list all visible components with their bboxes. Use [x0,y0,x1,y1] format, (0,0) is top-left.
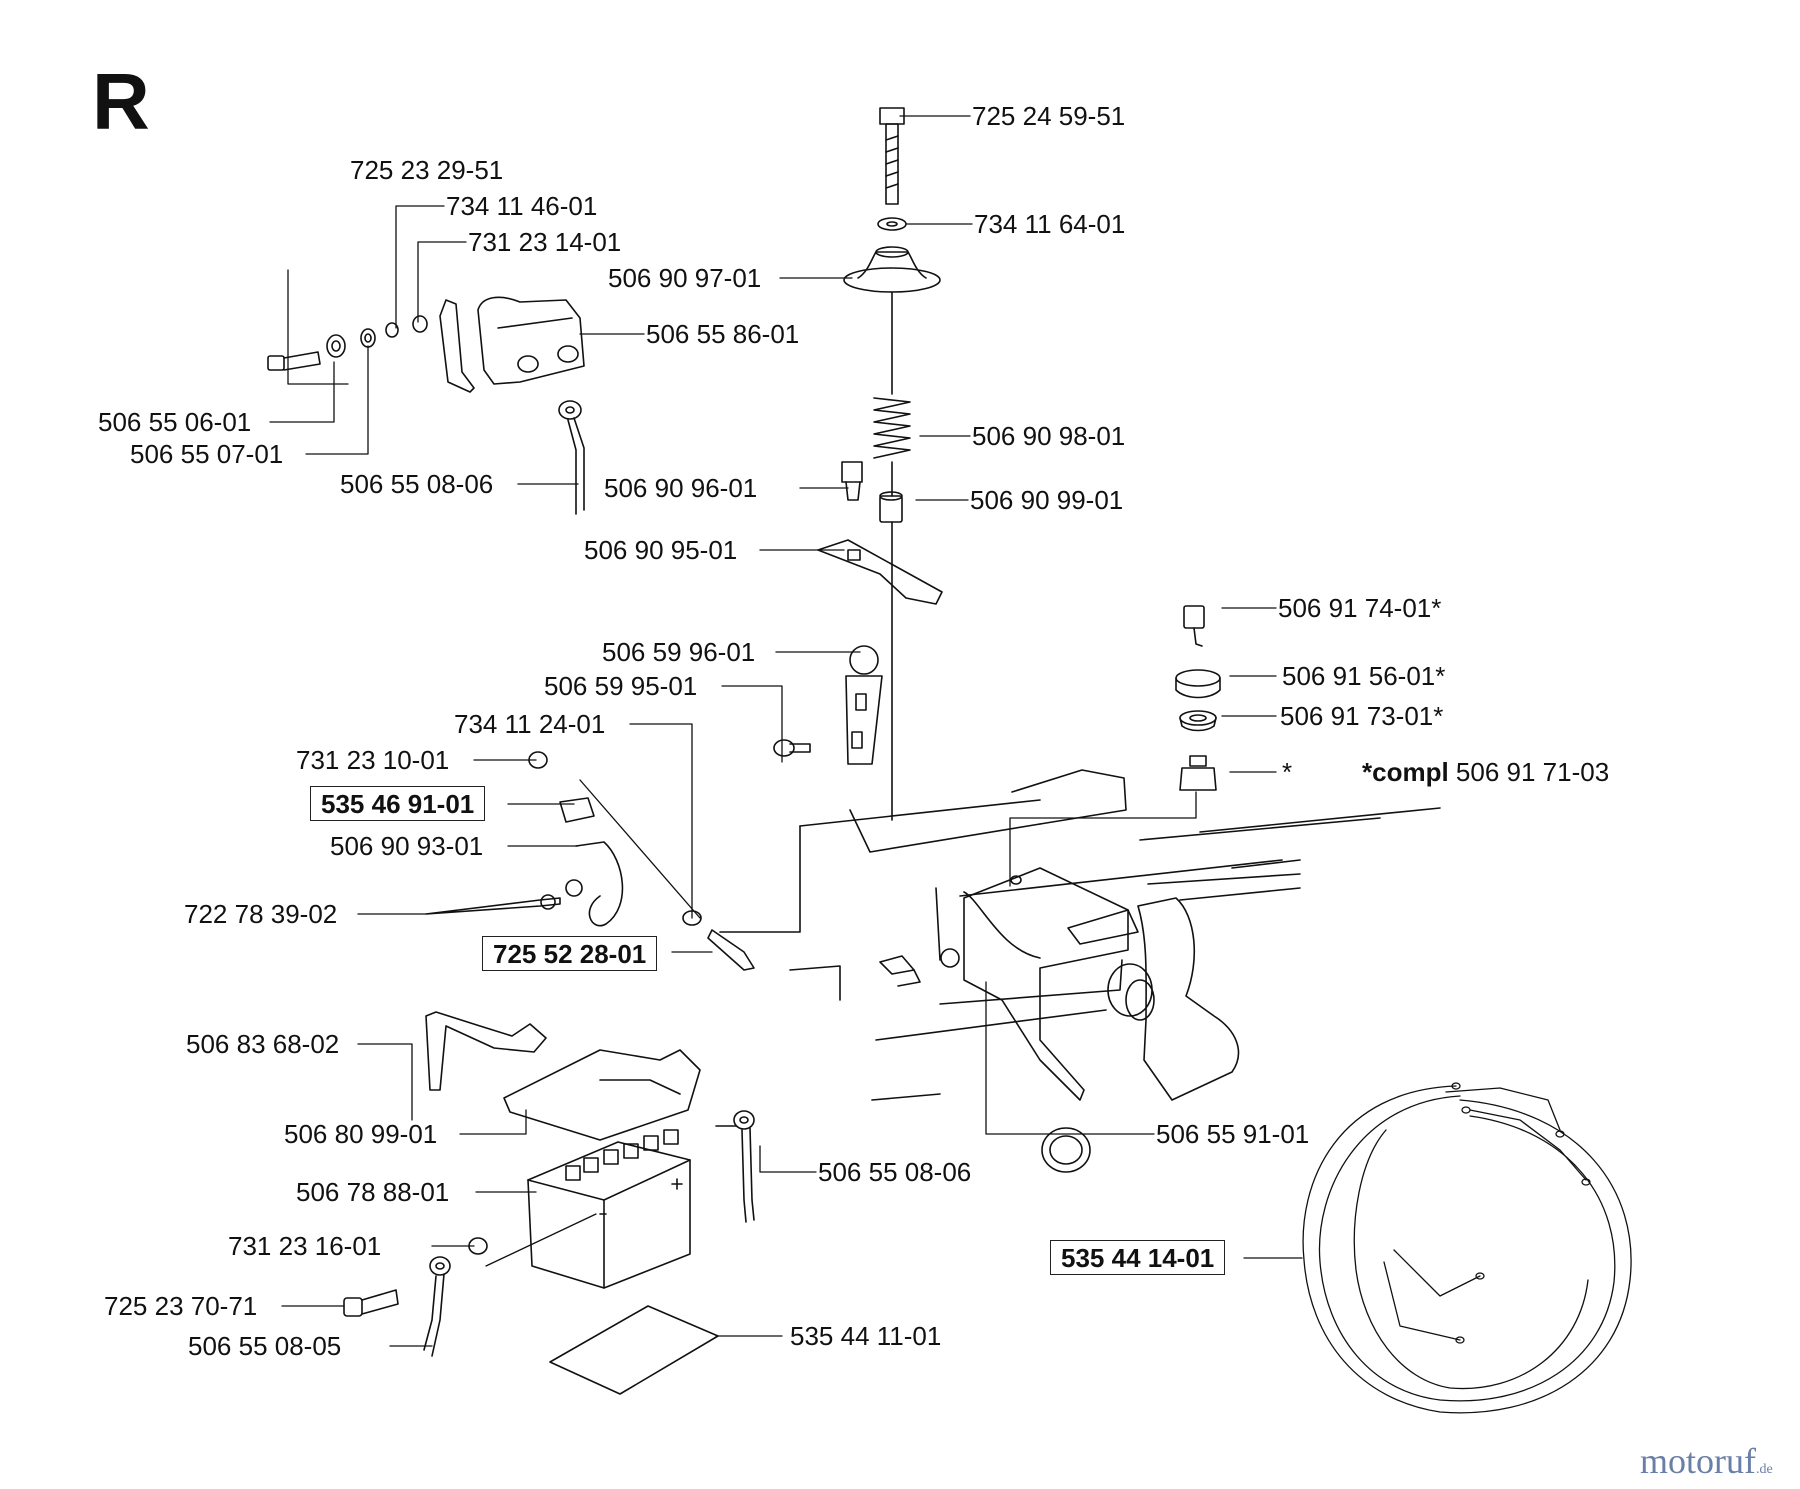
battery-hold-down [425,1011,547,1091]
solenoid-cable [558,400,585,515]
part-label[interactable]: 506 55 91-01 [1156,1119,1310,1149]
nut-734 [682,910,702,926]
part-label[interactable]: 506 90 96-01 [604,473,758,503]
switch-plunger [841,461,863,501]
part-label[interactable]: 722 78 39-02 [184,899,338,929]
wiring-harness [1302,1082,1632,1414]
part-label[interactable]: 725 24 59-51 [972,101,1126,131]
lever-handle [845,645,883,765]
spring [873,397,911,459]
nut-small [528,751,548,769]
part-label[interactable]: 506 90 98-01 [972,421,1126,451]
ignition-switch [1179,755,1217,791]
part-label[interactable]: 731 23 10-01 [296,745,450,775]
nut-731-16 [468,1237,488,1255]
part-label[interactable]: 506 91 56-01* [1282,661,1446,691]
part-label[interactable]: 506 55 08-06 [340,469,494,499]
cable-clamp [565,841,624,927]
battery-cover [503,1049,701,1141]
part-label[interactable]: 731 23 16-01 [228,1231,382,1261]
watermark: motoruf.de [1640,1440,1773,1482]
part-label[interactable]: 506 91 74-01* [1278,593,1442,623]
part-label[interactable]: 731 23 14-01 [468,227,622,257]
battery-cable-neg [423,1256,451,1357]
clip-535 [559,797,595,823]
part-label[interactable]: 506 55 06-01 [98,407,252,437]
part-label[interactable]: 734 11 24-01 [454,709,606,739]
battery-mat [549,1305,719,1395]
bushing [879,491,903,523]
steering-tower [1107,897,1240,1101]
part-label[interactable]: * [1282,757,1293,787]
cable-tie [425,894,561,915]
part-label[interactable]: 506 90 93-01 [330,831,484,861]
switch-nut [1179,710,1217,732]
part-label[interactable]: 734 11 46-01 [446,191,598,221]
grommet [1041,1127,1091,1173]
part-label[interactable]: 506 80 99-01 [284,1119,438,1149]
part-label[interactable]: 535 44 11-01 [790,1321,942,1351]
battery-bolt [343,1289,399,1317]
part-label[interactable]: 506 90 95-01 [584,535,738,565]
part-label[interactable]: 725 23 29-51 [350,155,504,185]
solenoid-bolt [267,351,321,371]
part-label[interactable]: 506 83 68-02 [186,1029,340,1059]
section-letter: R [92,57,150,146]
compl-note: *compl 506 91 71-03 [1362,757,1609,787]
part-label[interactable]: 506 55 07-01 [130,439,284,469]
part-label[interactable]: 725 23 70-71 [104,1291,258,1321]
mounting-plate [817,539,943,605]
battery-cable-pos [715,1110,755,1223]
leader-lines [269,115,1303,1347]
steering-boot [843,246,941,293]
ignition-key [1183,605,1205,647]
battery [527,1129,691,1289]
part-label[interactable]: 506 90 99-01 [970,485,1124,515]
knob [773,739,811,757]
part-label[interactable]: 506 90 97-01 [608,263,762,293]
part-label-boxed[interactable]: 535 46 91-01 [310,786,486,821]
part-label-boxed[interactable]: 535 44 14-01 [1050,1240,1226,1275]
fender-cover [963,867,1139,1101]
watermark-suffix: .de [1755,1462,1773,1477]
part-label[interactable]: 734 11 64-01 [974,209,1126,239]
part-label-boxed[interactable]: 725 52 28-01 [482,936,658,971]
switch-cover [1175,669,1221,699]
part-label[interactable]: 506 55 08-06 [818,1157,972,1187]
part-label[interactable]: 506 59 96-01 [602,637,756,667]
part-label[interactable]: 506 59 95-01 [544,671,698,701]
part-label[interactable]: 506 78 88-01 [296,1177,450,1207]
compl-number[interactable]: 506 91 71-03 [1455,757,1610,787]
watermark-text: motoruf [1640,1441,1756,1481]
bolt-725-52 [707,929,755,971]
compl-prefix: *compl [1362,757,1449,787]
chassis-frame [719,769,1441,1101]
washer [877,217,907,231]
part-label[interactable]: 506 91 73-01* [1280,701,1444,731]
part-label[interactable]: 506 55 08-05 [188,1331,342,1361]
bracket-small [879,948,960,987]
solenoid-washers [326,315,428,358]
steering-bolt [879,107,905,205]
solenoid-body [439,296,585,393]
part-label[interactable]: 506 55 86-01 [646,319,800,349]
